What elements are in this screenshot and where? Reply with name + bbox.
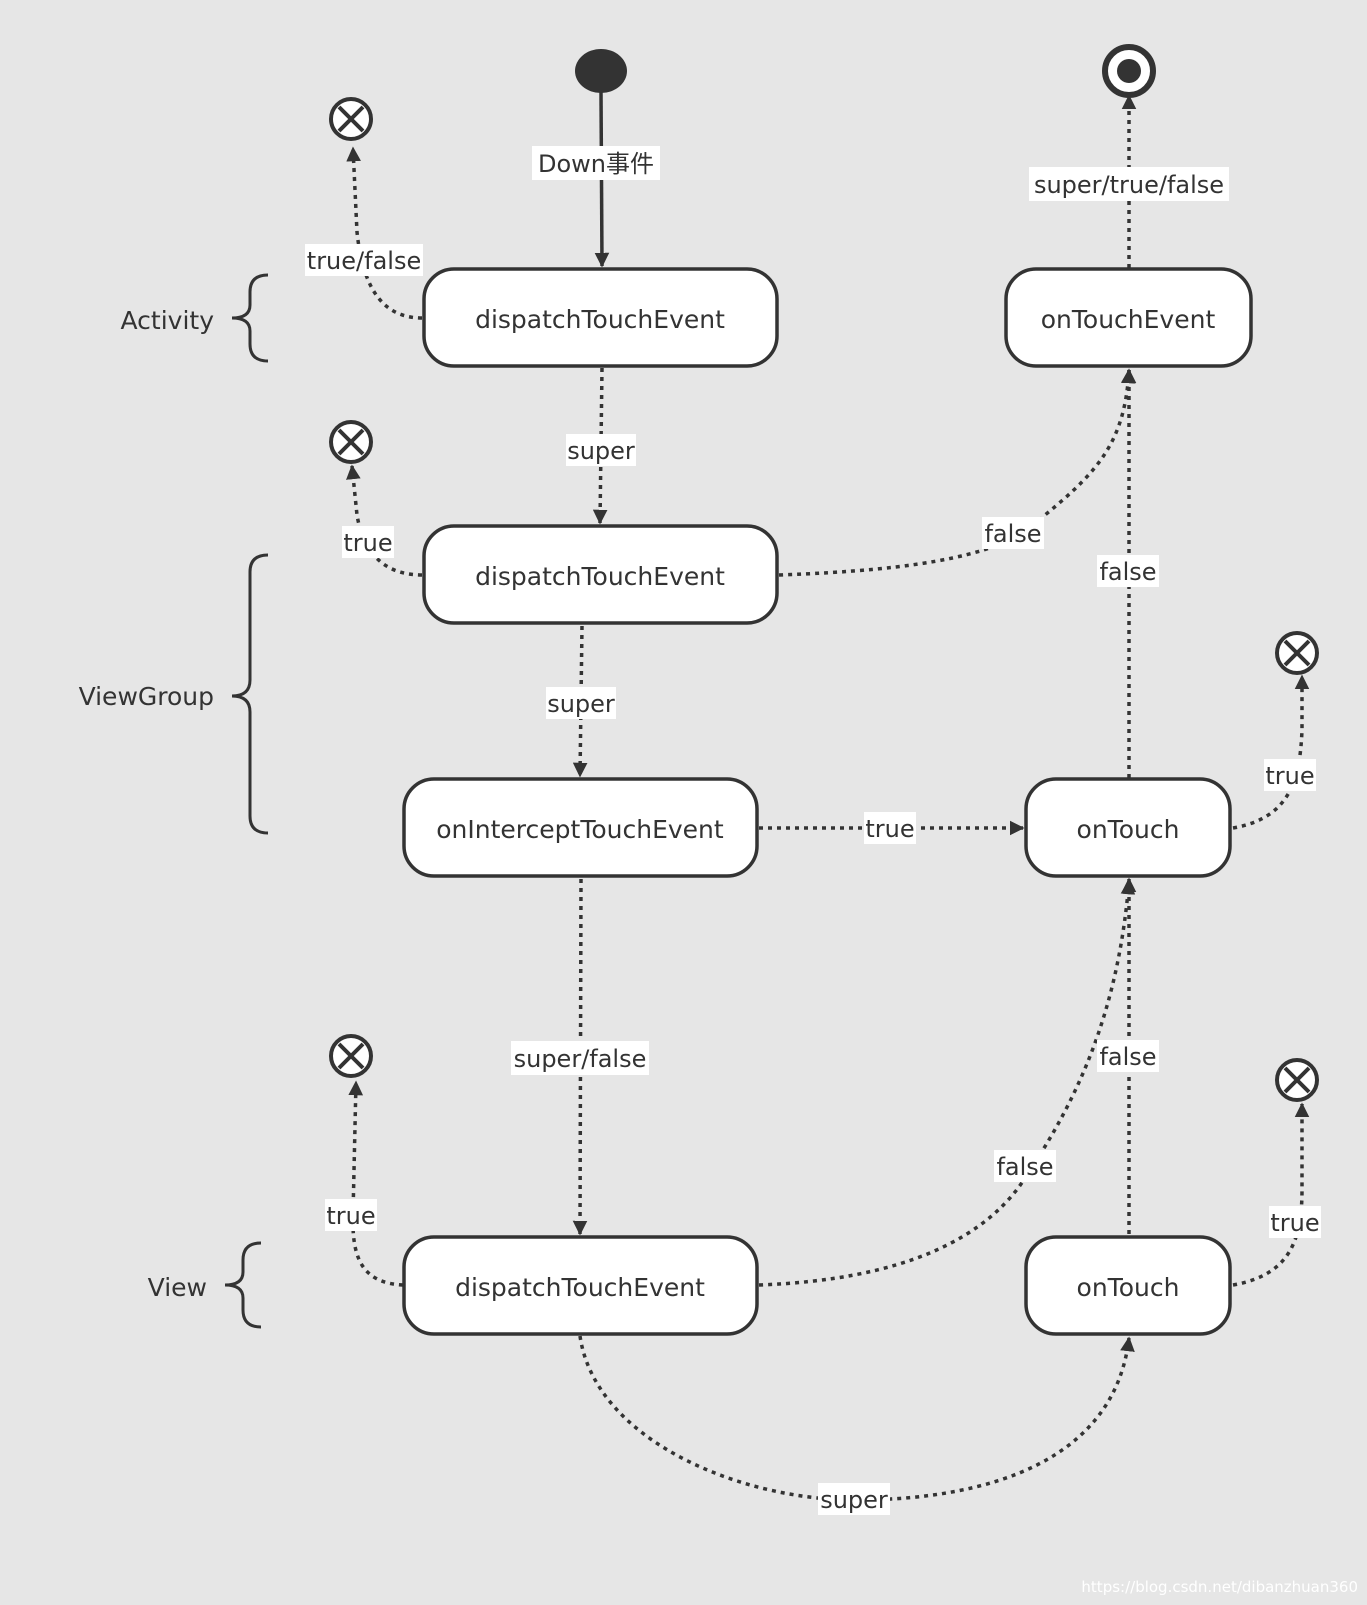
- node-label: dispatchTouchEvent: [475, 562, 725, 591]
- edge-view-dispatch-to-vg-ontouch: [758, 879, 1136, 1287]
- edge-label-intercept-true: true: [864, 812, 916, 844]
- node-view-dispatch: dispatchTouchEvent: [402, 1235, 759, 1336]
- view-brace: View: [148, 1241, 262, 1329]
- edge-label-view-true: true: [325, 1199, 377, 1231]
- node-viewgroup-intercept: onInterceptTouchEvent: [402, 777, 759, 878]
- viewgroup-brace: ViewGroup: [79, 553, 269, 835]
- svg-text:false: false: [1099, 1043, 1156, 1071]
- group-label-view: View: [148, 1273, 207, 1302]
- node-label: onInterceptTouchEvent: [436, 815, 724, 844]
- edge-viewgroup-dispatch-to-ontouchevent: [778, 368, 1136, 577]
- edge-viewgroup-dispatch-to-end: [346, 464, 423, 577]
- edge-view-dispatch-to-end: [348, 1080, 404, 1287]
- terminate-view-icon: [329, 1034, 373, 1078]
- node-activity-ontouchevent: onTouchEvent: [1004, 267, 1253, 368]
- node-label: onTouch: [1077, 815, 1180, 844]
- edge-label-view-dispatch-false: false: [994, 1150, 1056, 1182]
- node-label: dispatchTouchEvent: [455, 1273, 705, 1302]
- svg-text:super: super: [547, 690, 615, 718]
- terminate-viewgroup-icon: [329, 420, 373, 464]
- node-viewgroup-ontouch: onTouch: [1024, 777, 1232, 878]
- group-label-viewgroup: ViewGroup: [79, 682, 214, 711]
- node-activity-dispatch: dispatchTouchEvent: [422, 267, 779, 368]
- group-label-activity: Activity: [121, 306, 215, 335]
- svg-text:super/false: super/false: [514, 1045, 647, 1073]
- svg-text:super: super: [567, 437, 635, 465]
- node-label: onTouch: [1077, 1273, 1180, 1302]
- edge-view-ontouch-to-end: [1232, 1102, 1310, 1287]
- edge-label-viewgroup-end: true: [342, 526, 394, 558]
- terminate-view-ontouch-icon: [1275, 1058, 1319, 1102]
- edge-label-start: Down事件: [532, 146, 660, 180]
- edge-label-view-ontouch-true: true: [1269, 1206, 1321, 1238]
- node-label: onTouchEvent: [1041, 305, 1216, 334]
- activity-brace: Activity: [121, 273, 269, 363]
- edge-label-viewgroup-ontouchevent: false: [982, 517, 1044, 549]
- node-viewgroup-dispatch: dispatchTouchEvent: [422, 524, 779, 625]
- watermark-text: https://blog.csdn.net/dibanzhuan360: [1081, 1578, 1358, 1596]
- terminate-vg-ontouch-icon: [1275, 631, 1319, 675]
- edge-label-viewgroup-super: super: [546, 687, 616, 719]
- node-label: dispatchTouchEvent: [475, 305, 725, 334]
- svg-text:true/false: true/false: [307, 247, 421, 275]
- svg-text:true: true: [865, 815, 914, 843]
- svg-text:true: true: [1265, 762, 1314, 790]
- svg-text:false: false: [1099, 558, 1156, 586]
- edge-label-final: super/true/false: [1029, 167, 1229, 201]
- svg-text:true: true: [326, 1202, 375, 1230]
- initial-state: [575, 49, 627, 93]
- edge-activity-to-viewgroup: [592, 367, 608, 525]
- svg-text:false: false: [996, 1153, 1053, 1181]
- edge-label-view-ontouch-false: false: [1097, 1040, 1159, 1072]
- final-state: [1102, 44, 1156, 98]
- edge-label-activity-super: super: [566, 434, 636, 466]
- terminate-activity-icon: [329, 97, 373, 141]
- edge-label-vg-ontouch-false: false: [1097, 555, 1159, 587]
- edge-label-intercept-super-false: super/false: [511, 1041, 649, 1075]
- edge-label-vg-ontouch-true: true: [1264, 759, 1316, 791]
- svg-text:super/true/false: super/true/false: [1034, 171, 1224, 199]
- edge-label-view-super: super: [818, 1483, 890, 1515]
- svg-text:true: true: [343, 529, 392, 557]
- edge-vg-ontouch-to-end: [1232, 674, 1310, 830]
- svg-text:Down事件: Down事件: [538, 150, 654, 178]
- node-view-ontouch: onTouch: [1024, 1235, 1232, 1336]
- edge-activity-dispatch-to-end: [346, 146, 423, 320]
- svg-text:true: true: [1270, 1209, 1319, 1237]
- svg-text:super: super: [820, 1486, 888, 1514]
- edge-view-dispatch-to-view-ontouch: [578, 1335, 1135, 1502]
- edge-label-activity-end: true/false: [305, 244, 423, 276]
- svg-text:false: false: [984, 520, 1041, 548]
